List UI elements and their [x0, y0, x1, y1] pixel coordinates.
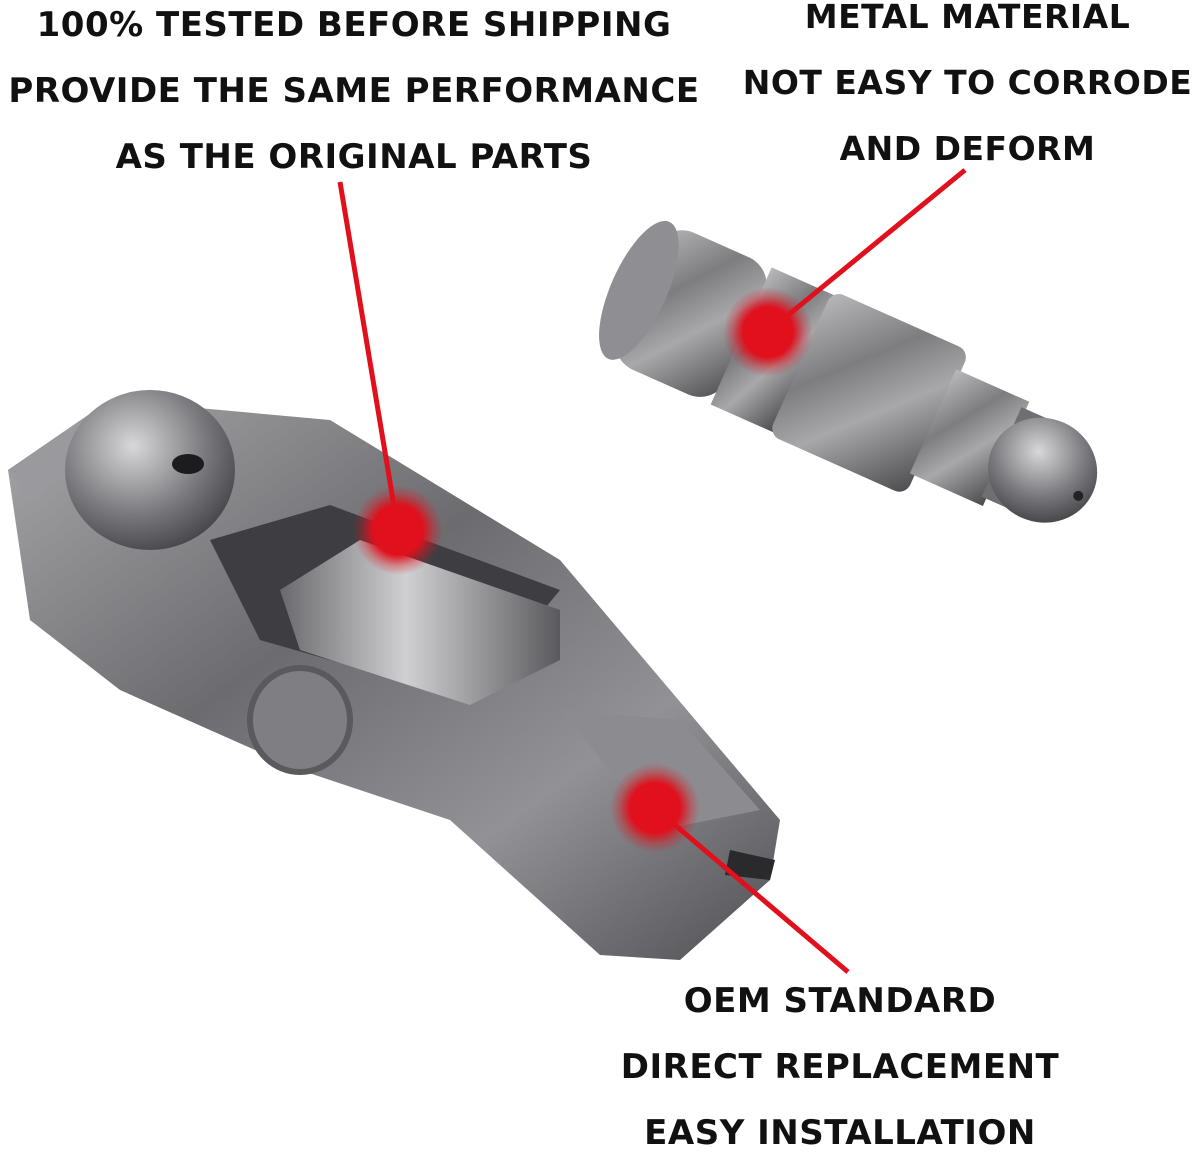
- callout-bottom-right: OEM STANDARD DIRECT REPLACEMENT EASY INS…: [600, 968, 1080, 1166]
- lifter-neck: [909, 369, 1030, 506]
- callout-line: AS THE ORIGINAL PARTS: [115, 137, 593, 177]
- callout-line: 100% TESTED BEFORE SHIPPING: [36, 5, 672, 45]
- roller-bearing: [280, 540, 560, 705]
- callout-top-left: 100% TESTED BEFORE SHIPPING PROVIDE THE …: [0, 0, 708, 190]
- lifter-tip: [988, 417, 1098, 523]
- callout-line: AND DEFORM: [839, 129, 1096, 168]
- callout-line: DIRECT REPLACEMENT: [620, 1047, 1060, 1087]
- marker-lifter: [723, 287, 813, 377]
- pivot-oil-hole: [172, 454, 204, 474]
- lifter-end-face: [599, 220, 679, 360]
- lifter-body-mid: [772, 294, 966, 492]
- callout-line: EASY INSTALLATION: [644, 1113, 1036, 1153]
- callout-line: PROVIDE THE SAME PERFORMANCE: [8, 71, 700, 111]
- lifter-oil-hole: [1073, 490, 1084, 501]
- callout-top-right: METAL MATERIAL NOT EASY TO CORRODE AND D…: [735, 0, 1200, 182]
- callout-line: METAL MATERIAL: [804, 0, 1131, 36]
- callout-line: OEM STANDARD: [683, 981, 997, 1021]
- marker-valve-pad: [610, 763, 700, 853]
- marker-roller: [353, 485, 443, 575]
- markers: [353, 287, 813, 853]
- roller-axle: [247, 665, 353, 775]
- roller-rocker-arm: [8, 390, 780, 960]
- callout-line: NOT EASY TO CORRODE: [742, 63, 1193, 102]
- leader-line-top-left: [337, 181, 401, 531]
- pivot-socket: [65, 390, 235, 550]
- valve-pad-slot: [725, 850, 775, 880]
